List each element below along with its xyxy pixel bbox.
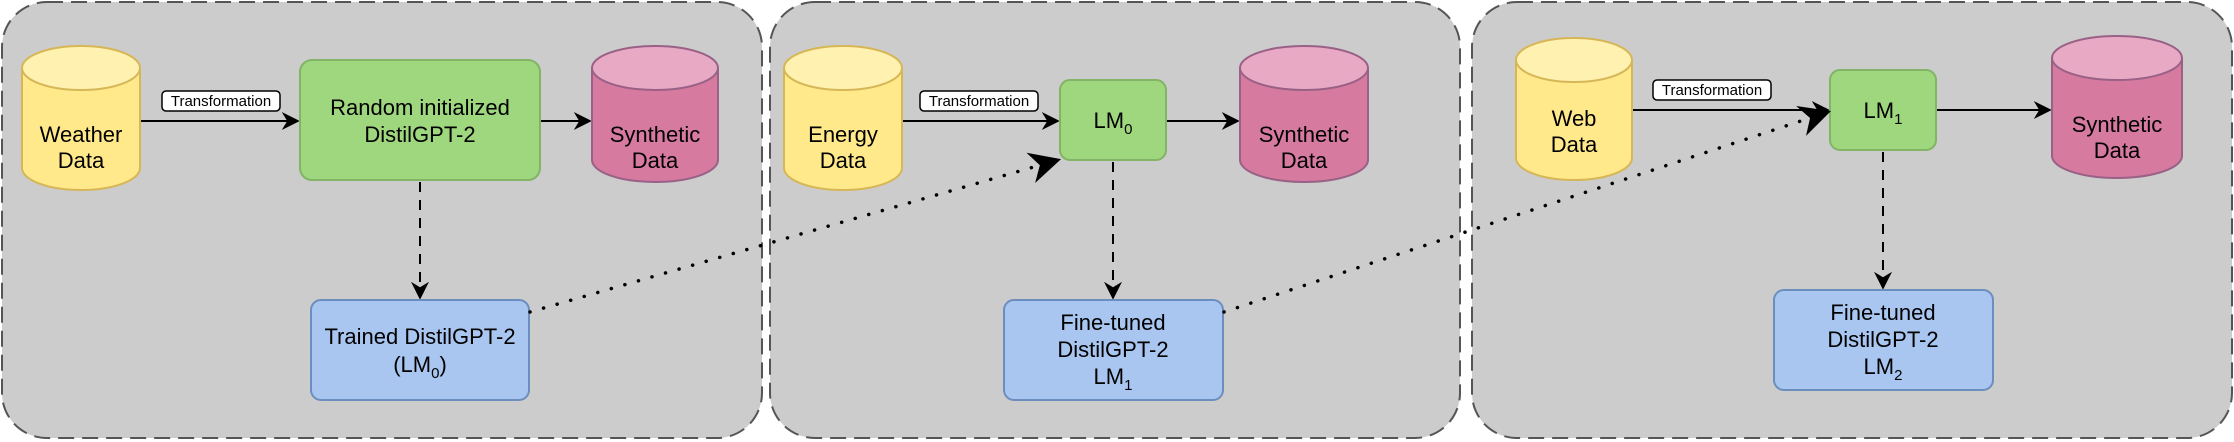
lm1-label: LM1 bbox=[1864, 98, 1903, 128]
transformation-tag-1: Transformation bbox=[161, 90, 281, 112]
energy-data-cylinder: Energy Data bbox=[783, 45, 903, 191]
transformation-label-1: Transformation bbox=[171, 93, 271, 110]
transformation-label-3: Transformation bbox=[1662, 82, 1762, 99]
random-model-label-1: Random initialized bbox=[330, 95, 510, 120]
synthetic-data-1-label-1: Synthetic bbox=[610, 122, 701, 147]
lm1-box: LM1 bbox=[1829, 69, 1937, 151]
synthetic-data-cylinder-2: Synthetic Data bbox=[1239, 45, 1369, 183]
synthetic-data-1-label-2: Data bbox=[632, 148, 679, 173]
finetuned-lm1-box: Fine-tuned DistilGPT-2 LM1 bbox=[1003, 299, 1224, 401]
finetuned-lm2-label-3: LM2 bbox=[1864, 354, 1903, 384]
weather-data-label-1: Weather bbox=[40, 122, 123, 147]
synthetic-data-cylinder-3: Synthetic Data bbox=[2051, 35, 2183, 179]
synthetic-data-3-label-2: Data bbox=[2094, 138, 2141, 163]
finetuned-lm1-label-3: LM1 bbox=[1094, 364, 1133, 394]
synthetic-data-2-label-1: Synthetic bbox=[1259, 122, 1350, 147]
finetuned-lm1-label-1: Fine-tuned bbox=[1060, 310, 1165, 335]
energy-data-label-1: Energy bbox=[808, 122, 878, 147]
transformation-tag-3: Transformation bbox=[1652, 79, 1772, 101]
finetuned-lm2-label-1: Fine-tuned bbox=[1830, 300, 1935, 325]
random-initialized-model-box: Random initialized DistilGPT-2 bbox=[299, 59, 541, 181]
web-data-cylinder: Web Data bbox=[1515, 37, 1633, 181]
random-model-label-2: DistilGPT-2 bbox=[364, 122, 475, 147]
lm0-box: LM0 bbox=[1059, 79, 1167, 161]
synthetic-data-3-label-1: Synthetic bbox=[2072, 112, 2163, 137]
trained-label-2: (LM0) bbox=[393, 352, 447, 382]
web-data-label-2: Data bbox=[1551, 132, 1598, 157]
weather-data-label-2: Data bbox=[58, 148, 105, 173]
finetuned-lm1-label-2: DistilGPT-2 bbox=[1057, 337, 1168, 362]
synthetic-data-cylinder-1: Synthetic Data bbox=[591, 45, 719, 183]
weather-data-cylinder: Weather Data bbox=[21, 45, 141, 191]
transformation-label-2: Transformation bbox=[929, 93, 1029, 110]
lm0-label: LM0 bbox=[1094, 108, 1133, 138]
finetuned-lm2-box: Fine-tuned DistilGPT-2 LM2 bbox=[1773, 289, 1994, 391]
finetuned-lm2-label-2: DistilGPT-2 bbox=[1827, 327, 1938, 352]
web-data-label-1: Web bbox=[1552, 106, 1597, 131]
synthetic-data-2-label-2: Data bbox=[1281, 148, 1328, 173]
transformation-tag-2: Transformation bbox=[919, 90, 1039, 112]
trained-label-1: Trained DistilGPT-2 bbox=[324, 324, 515, 349]
energy-data-label-2: Data bbox=[820, 148, 867, 173]
trained-distilgpt2-box: Trained DistilGPT-2 (LM0) bbox=[310, 299, 530, 401]
